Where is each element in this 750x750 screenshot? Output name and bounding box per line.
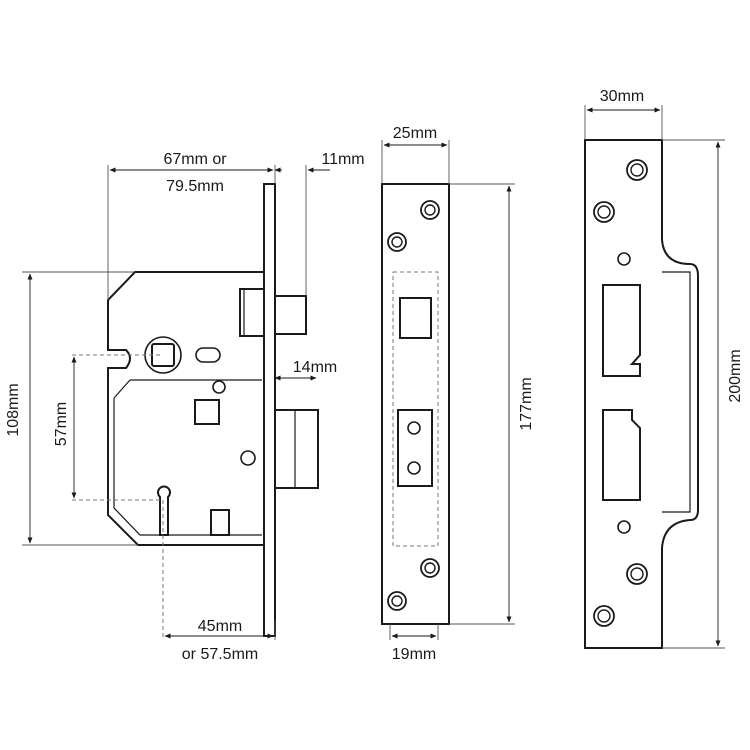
strike-small-hole <box>617 520 631 534</box>
lever-window <box>194 399 220 425</box>
forend-front-view <box>381 183 450 625</box>
lock-case-side-view <box>72 183 319 640</box>
dim-backset-line1: 45mm <box>198 618 242 635</box>
deadbolt-projection <box>274 295 307 335</box>
dim-case-width-line1: 67mm or <box>163 151 227 168</box>
dim-forend-screw-offset-label: 19mm <box>392 646 436 663</box>
dim-case-height-label: 108mm <box>5 383 22 436</box>
screw-hole <box>593 605 615 627</box>
strike-plate <box>584 139 699 649</box>
screw-hole <box>420 558 440 578</box>
case-hole <box>212 380 226 394</box>
case-hole <box>240 450 256 466</box>
dim-strike-height: 200mm <box>662 139 744 649</box>
case-forend-plate <box>263 183 276 637</box>
dim-latch-projection: 14mm <box>274 359 337 381</box>
dim-case-width-line2: 79.5mm <box>166 178 224 195</box>
dim-forend-height-label: 177mm <box>518 377 535 430</box>
screw-hole <box>387 591 407 611</box>
case-outline-hidden <box>392 271 439 547</box>
screw-hole <box>593 201 615 223</box>
screw-hole <box>387 232 407 252</box>
case-inner-edge <box>113 379 262 536</box>
dim-strike-width: 30mm <box>584 88 663 140</box>
screw-hole <box>626 159 648 181</box>
latch <box>274 409 319 489</box>
dim-forend-screw-offset: 19mm <box>389 624 439 663</box>
dim-case-height: 108mm <box>5 271 138 546</box>
bottom-window <box>210 509 230 536</box>
spindle-square <box>151 343 175 367</box>
lock-case <box>107 271 265 546</box>
keyhole <box>157 485 171 536</box>
dim-case-width: 67mm or 79.5mm <box>107 151 276 300</box>
dim-strike-height-label: 200mm <box>727 349 744 402</box>
strike-plate-outline <box>584 139 699 649</box>
dim-bolt-throw-label: 11mm <box>321 151 364 168</box>
dim-forend-height: 177mm <box>449 183 535 625</box>
slot-hole <box>195 347 221 363</box>
screw-hole <box>420 200 440 220</box>
dim-forend-width-label: 25mm <box>393 125 437 142</box>
dim-latch-projection-label: 14mm <box>293 359 337 376</box>
screw-hole <box>626 563 648 585</box>
dim-backset: 45mm or 57.5mm <box>164 618 276 663</box>
dim-bolt-throw: 11mm <box>274 151 365 296</box>
latch-opening <box>602 409 641 501</box>
deadbolt-opening <box>602 284 641 377</box>
dim-centres: 57mm <box>53 356 77 499</box>
dim-forend-width: 25mm <box>381 125 450 184</box>
dim-backset-line2: or 57.5mm <box>182 646 258 663</box>
deadbolt-face <box>399 297 432 339</box>
strike-small-hole <box>617 252 631 266</box>
dim-strike-width-label: 30mm <box>600 88 644 105</box>
dim-centres-label: 57mm <box>53 402 70 446</box>
